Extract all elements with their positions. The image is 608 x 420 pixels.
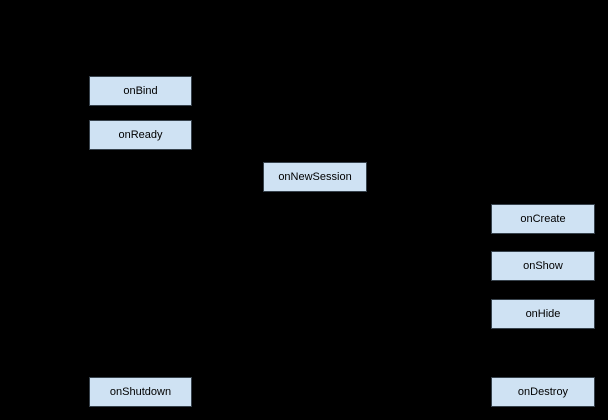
node-onshow-label: onShow	[523, 259, 563, 272]
node-onbind-label: onBind	[123, 84, 158, 97]
node-onready: onReady	[89, 120, 192, 150]
node-onhide: onHide	[491, 299, 595, 329]
node-oncreate-label: onCreate	[520, 212, 566, 225]
node-onnewsession: onNewSession	[263, 162, 367, 192]
node-onshutdown: onShutdown	[89, 377, 192, 407]
node-ondestroy-label: onDestroy	[517, 385, 569, 398]
node-onbind: onBind	[89, 76, 192, 106]
node-onready-label: onReady	[118, 128, 163, 141]
node-onnewsession-label: onNewSession	[278, 170, 352, 183]
node-onshutdown-label: onShutdown	[109, 385, 172, 398]
node-onhide-label: onHide	[525, 307, 561, 320]
node-onshow: onShow	[491, 251, 595, 281]
node-oncreate: onCreate	[491, 204, 595, 234]
node-ondestroy: onDestroy	[491, 377, 595, 407]
